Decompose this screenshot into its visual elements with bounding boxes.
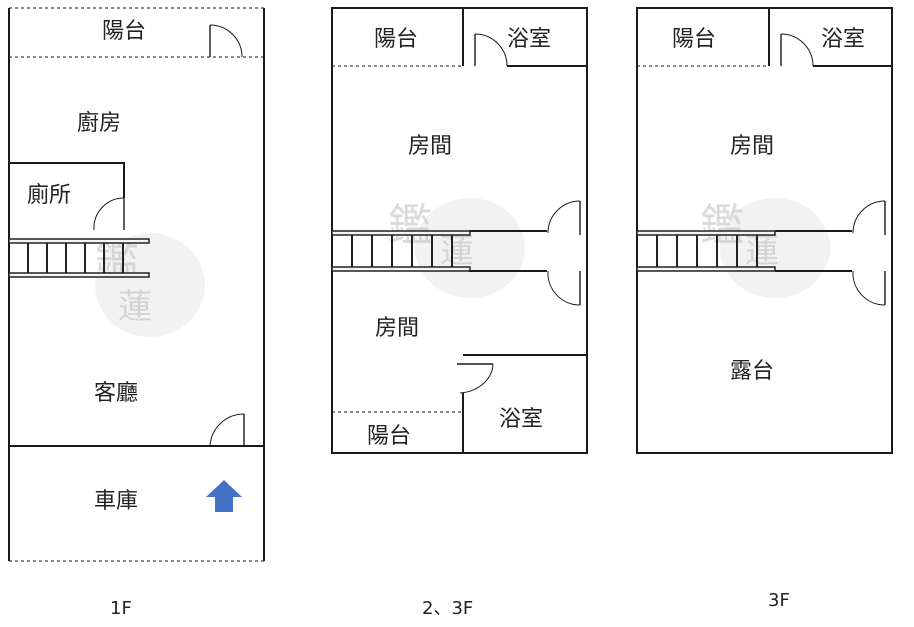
floor-label-1f: 1F <box>110 598 132 619</box>
room-label-garage: 車庫 <box>94 489 138 514</box>
door-icon <box>457 363 494 394</box>
room-label-balcony-bottom: 陽台 <box>367 424 411 449</box>
staircase-icon <box>331 230 471 272</box>
room-label-room-upper: 房間 <box>408 134 452 159</box>
svg-text:蓮: 蓮 <box>118 287 152 327</box>
door-icon <box>474 33 508 67</box>
room-label-bath-bottom: 浴室 <box>499 407 543 432</box>
door-icon <box>852 200 886 235</box>
floor-label-2-3f: 2、3F <box>422 598 473 619</box>
door-icon <box>547 200 581 235</box>
room-label-terrace: 露台 <box>730 359 774 384</box>
watermark: 鑑 蓮 <box>95 233 205 337</box>
watermark: 鑑 蓮 <box>700 198 830 298</box>
room-label-bath-top: 浴室 <box>507 27 551 52</box>
staircase-icon <box>636 230 776 272</box>
room-label-living: 客廳 <box>94 381 138 406</box>
room-label-room-lower: 房間 <box>375 316 419 341</box>
room-label-balcony-top: 陽台 <box>672 27 716 52</box>
door-icon <box>547 270 581 306</box>
svg-text:蓮: 蓮 <box>440 231 474 271</box>
staircase-icon <box>8 238 150 278</box>
door-icon <box>93 197 125 231</box>
room-label-bath-top: 浴室 <box>821 27 865 52</box>
svg-text:鑑: 鑑 <box>388 200 432 251</box>
floor-plan-3f: 鑑 蓮 陽台 浴室 <box>636 7 893 611</box>
door-icon <box>209 413 245 447</box>
room-label-toilet: 廁所 <box>27 183 71 208</box>
entrance-arrow-icon <box>206 480 242 512</box>
door-icon <box>780 33 814 67</box>
watermark: 鑑 蓮 <box>388 198 525 298</box>
room-label-kitchen: 廚房 <box>77 111 121 136</box>
room-label-room-upper: 房間 <box>730 134 774 159</box>
svg-text:蓮: 蓮 <box>745 231 779 271</box>
room-label-balcony: 陽台 <box>102 19 146 44</box>
floor-plan-1f: 鑑 蓮 <box>8 7 265 619</box>
room-label-balcony-top: 陽台 <box>374 27 418 52</box>
floor-plan-2-3f: 鑑 蓮 <box>331 7 588 619</box>
door-icon <box>209 24 243 58</box>
floor-label-3f: 3F <box>768 590 790 611</box>
door-icon <box>852 270 886 306</box>
